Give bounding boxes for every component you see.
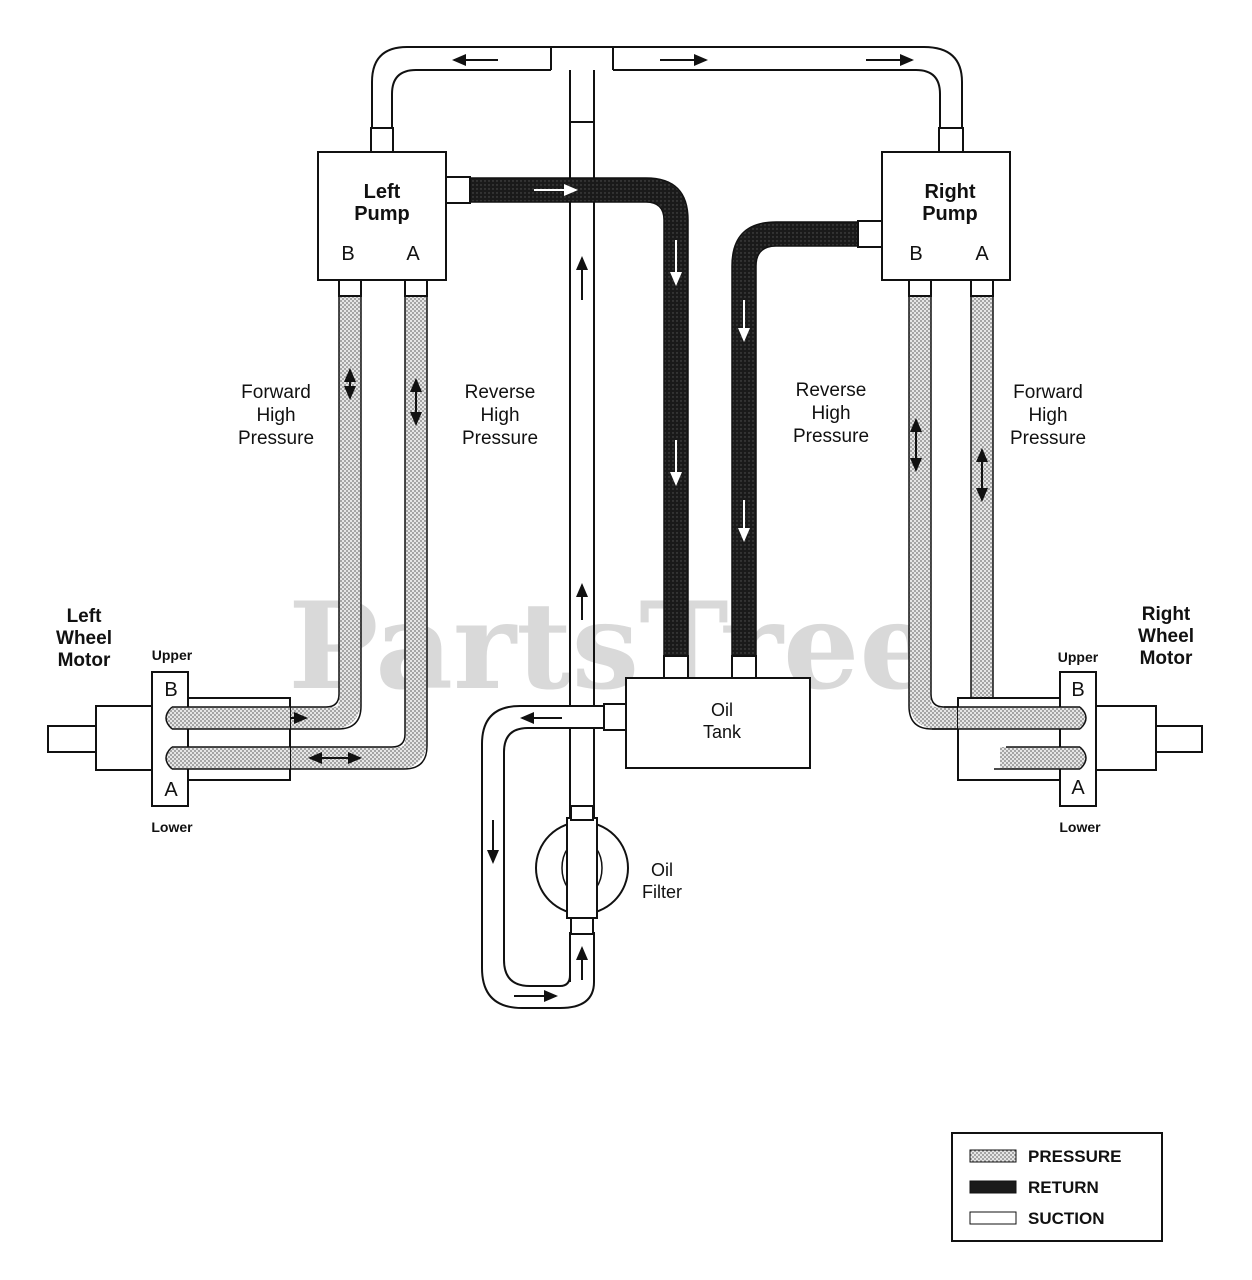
right-motor-label-1: Right (1142, 604, 1191, 625)
right-motor-port-b: B (1071, 679, 1084, 701)
right-forward-label-2: High (1028, 405, 1067, 426)
right-pump-label-1: Right (924, 181, 975, 203)
left-motor-port-a: A (164, 779, 178, 801)
return-lines (470, 177, 858, 656)
legend-label-suction: SUCTION (1028, 1209, 1105, 1228)
left-motor-upper: Upper (152, 647, 193, 663)
left-pump-label-2: Pump (354, 203, 410, 225)
left-wheel-motor: Left Wheel Motor Upper B A Lower (47, 606, 291, 835)
line-labels: Forward High Pressure Reverse High Press… (238, 380, 1086, 449)
left-motor-lower: Lower (151, 819, 193, 835)
oil-tank: Oil Tank (603, 655, 811, 769)
right-pump-port-a: A (975, 243, 989, 265)
legend-label-pressure: PRESSURE (1028, 1147, 1122, 1166)
right-forward-label-3: Pressure (1010, 428, 1086, 449)
right-motor-port-a: A (1071, 777, 1085, 799)
oil-filter-label-2: Filter (642, 882, 682, 902)
right-pump-port-b: B (909, 243, 922, 265)
oil-filter-label-1: Oil (651, 860, 673, 880)
left-pump-label-1: Left (364, 181, 401, 203)
return-arrows (534, 184, 750, 542)
right-motor-label-2: Wheel (1138, 626, 1194, 647)
watermark: PartsTree (288, 576, 935, 717)
legend-swatch-suction (969, 1211, 1017, 1225)
right-motor-label-3: Motor (1140, 648, 1193, 669)
legend-swatch-pressure (969, 1149, 1017, 1163)
left-motor-port-b: B (164, 679, 177, 701)
left-motor-label-1: Left (67, 606, 103, 627)
legend-swatch-return (969, 1180, 1017, 1194)
left-reverse-label-2: High (480, 405, 519, 426)
suction-lines (371, 46, 963, 1009)
right-reverse-label-1: Reverse (796, 380, 867, 401)
left-forward-label-3: Pressure (238, 428, 314, 449)
right-pump-label-2: Pump (922, 203, 978, 225)
left-pump-port-a: A (406, 243, 420, 265)
right-reverse-label-2: High (811, 403, 850, 424)
legend: PRESSURE RETURN SUCTION (951, 1132, 1163, 1242)
right-pump: Right Pump B A (857, 151, 1011, 297)
left-reverse-label-3: Pressure (462, 428, 538, 449)
oil-tank-label-2: Tank (703, 722, 742, 742)
right-forward-label-1: Forward (1013, 382, 1083, 403)
left-pump-port-b: B (341, 243, 354, 265)
right-motor-lower: Lower (1059, 819, 1101, 835)
right-wheel-motor: Right Wheel Motor Upper B A Lower (932, 604, 1203, 835)
left-motor-label-3: Motor (58, 650, 111, 671)
left-reverse-label-1: Reverse (465, 382, 536, 403)
right-reverse-label-3: Pressure (793, 426, 869, 447)
left-pump: Left Pump B A (317, 151, 471, 297)
oil-tank-label-1: Oil (711, 700, 733, 720)
oil-filter: Oil Filter (535, 805, 682, 935)
left-motor-label-2: Wheel (56, 628, 112, 649)
right-motor-upper: Upper (1058, 649, 1099, 665)
legend-label-return: RETURN (1028, 1178, 1099, 1197)
suction-arrows (452, 54, 914, 1002)
left-forward-label-1: Forward (241, 382, 311, 403)
left-forward-label-2: High (256, 405, 295, 426)
